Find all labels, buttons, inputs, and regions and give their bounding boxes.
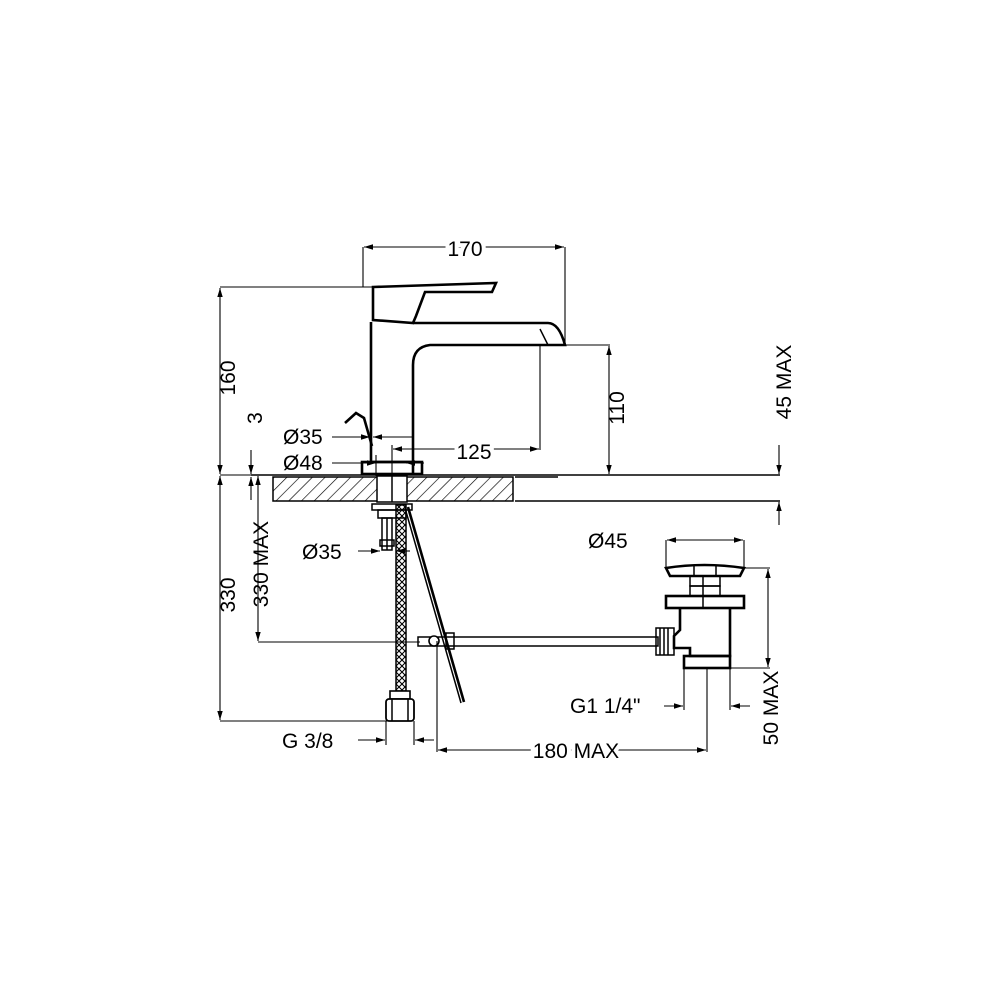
dim-height-below: 330 (217, 577, 240, 612)
dim-height-total: 160 (217, 360, 240, 395)
dim-dia-45: Ø45 (588, 530, 628, 553)
drain-body (664, 563, 746, 578)
faucet-body (344, 281, 567, 476)
fixings (371, 503, 466, 722)
lever-handle (371, 281, 499, 325)
dim-gap: 3 (244, 412, 267, 424)
dim-dia-35-top: Ø35 (283, 426, 323, 449)
dim-reach: 125 (456, 441, 491, 464)
deck (251, 474, 780, 503)
dim-thread-supply: G 3/8 (282, 730, 333, 753)
dim-width-top: 170 (447, 238, 482, 261)
dim-rod-max: 180 MAX (533, 740, 619, 763)
hose-nut (385, 698, 415, 722)
drain-assembly (417, 563, 746, 670)
popup-lever (344, 411, 374, 447)
flex-hose (395, 504, 407, 692)
dim-dia-35-bottom: Ø35 (302, 541, 342, 564)
pull-rod (406, 506, 466, 703)
dimension-lines (217, 244, 782, 753)
dim-drain-max: 50 MAX (760, 671, 783, 746)
dim-deck-max: 45 MAX (773, 345, 796, 420)
dim-thread-drain: G1 1/4" (570, 695, 641, 718)
dim-spout-height: 110 (606, 391, 629, 424)
dimension-labels: 170 160 110 45 MAX 3 Ø35 Ø48 125 330 330… (217, 234, 796, 767)
dim-flex-max: 330 MAX (250, 521, 273, 607)
dim-dia-48: Ø48 (283, 452, 323, 475)
